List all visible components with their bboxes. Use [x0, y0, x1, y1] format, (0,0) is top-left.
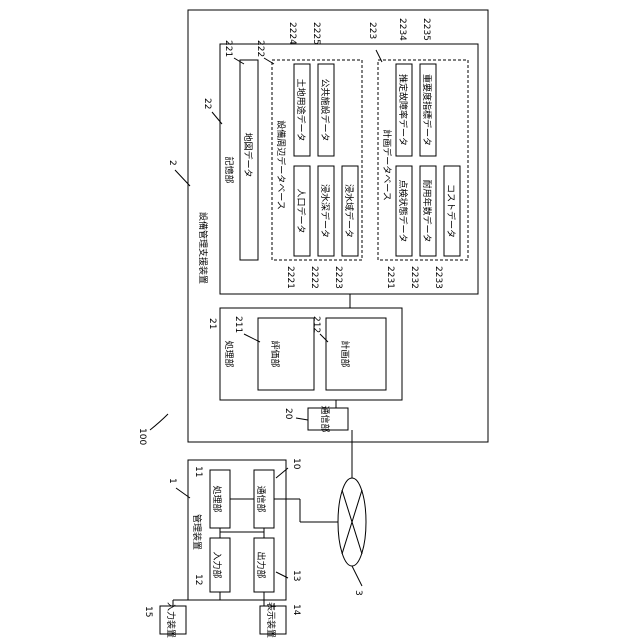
- support-device-number: 2: [167, 160, 177, 166]
- map-data-number: 221: [223, 40, 233, 57]
- importance-index-data-number: 2235: [421, 18, 431, 41]
- comm-unit-number: 20: [283, 408, 293, 420]
- public-facility-data-number: 2225: [311, 22, 321, 45]
- population-data-number: 2221: [285, 266, 295, 289]
- cost-data-number: 2233: [433, 266, 443, 289]
- storage-unit-label: 記憶部: [223, 156, 235, 183]
- storage-unit-number: 22: [202, 98, 212, 109]
- planning-unit-label: 計画部: [339, 340, 351, 367]
- processing-unit-label: 処理部: [223, 340, 235, 367]
- figure-number: 100: [137, 428, 147, 445]
- mgmt-input-number: 12: [193, 574, 203, 585]
- surroundings-db-label: 設備周辺データベース: [275, 120, 287, 210]
- evaluation-unit-label: 評価部: [269, 340, 281, 367]
- population-data-label: 人口データ: [295, 188, 307, 233]
- input-device-number: 15: [143, 606, 153, 617]
- plan-db-number: 223: [367, 22, 377, 39]
- flood-depth-data-number: 2222: [309, 266, 319, 289]
- network-leader: [352, 566, 362, 586]
- evaluation-unit-box: [258, 318, 314, 390]
- mgmt-input-label: 入力部: [211, 551, 223, 578]
- display-device-number: 14: [291, 604, 301, 616]
- processing-unit-number: 21: [207, 318, 217, 329]
- planning-unit-box: [326, 318, 386, 390]
- mgmt-comm-number: 10: [291, 458, 301, 470]
- surroundings-db-number: 222: [255, 40, 265, 57]
- network-number: 3: [353, 590, 363, 596]
- flood-depth-data-label: 浸水深データ: [319, 184, 331, 238]
- map-data-label: 地図データ: [242, 132, 254, 177]
- management-device-label: 管理装置: [191, 514, 203, 550]
- input-device-label: 入力装置: [165, 602, 177, 638]
- flood-area-data-number: 2223: [333, 266, 343, 289]
- management-device-number: 1: [167, 478, 177, 484]
- inspection-status-data-number: 2231: [385, 266, 395, 289]
- plan-db-label: 計画データベース: [381, 129, 393, 201]
- failure-rate-data-label: 推定故障率データ: [397, 74, 409, 146]
- service-life-data-number: 2232: [409, 266, 419, 289]
- inspection-status-data-label: 点検状態データ: [397, 179, 409, 242]
- figure-number-leader: [150, 414, 168, 430]
- cost-data-label: コストデータ: [445, 184, 457, 238]
- planning-unit-number: 212: [311, 316, 321, 333]
- flood-area-data-label: 浸水域データ: [343, 184, 355, 238]
- mgmt-comm-label: 通信部: [255, 485, 267, 512]
- support-device-label: 設備管理支援装置: [197, 212, 209, 284]
- importance-index-data-label: 重要度指標データ: [421, 74, 433, 146]
- public-facility-data-label: 公共施設データ: [319, 78, 331, 141]
- mgmt-processing-number: 11: [193, 466, 203, 477]
- land-use-data-number: 2224: [287, 22, 297, 45]
- failure-rate-data-number: 2234: [397, 18, 407, 41]
- display-device-label: 表示装置: [265, 602, 277, 638]
- mgmt-output-number: 13: [291, 570, 301, 581]
- mgmt-output-label: 出力部: [255, 551, 267, 578]
- mgmt-processing-label: 処理部: [211, 485, 223, 512]
- service-life-data-label: 耐用年数データ: [421, 179, 433, 242]
- evaluation-unit-number: 211: [233, 316, 243, 333]
- land-use-data-label: 土地用途データ: [295, 78, 307, 141]
- comm-unit-label: 通信部: [319, 405, 331, 432]
